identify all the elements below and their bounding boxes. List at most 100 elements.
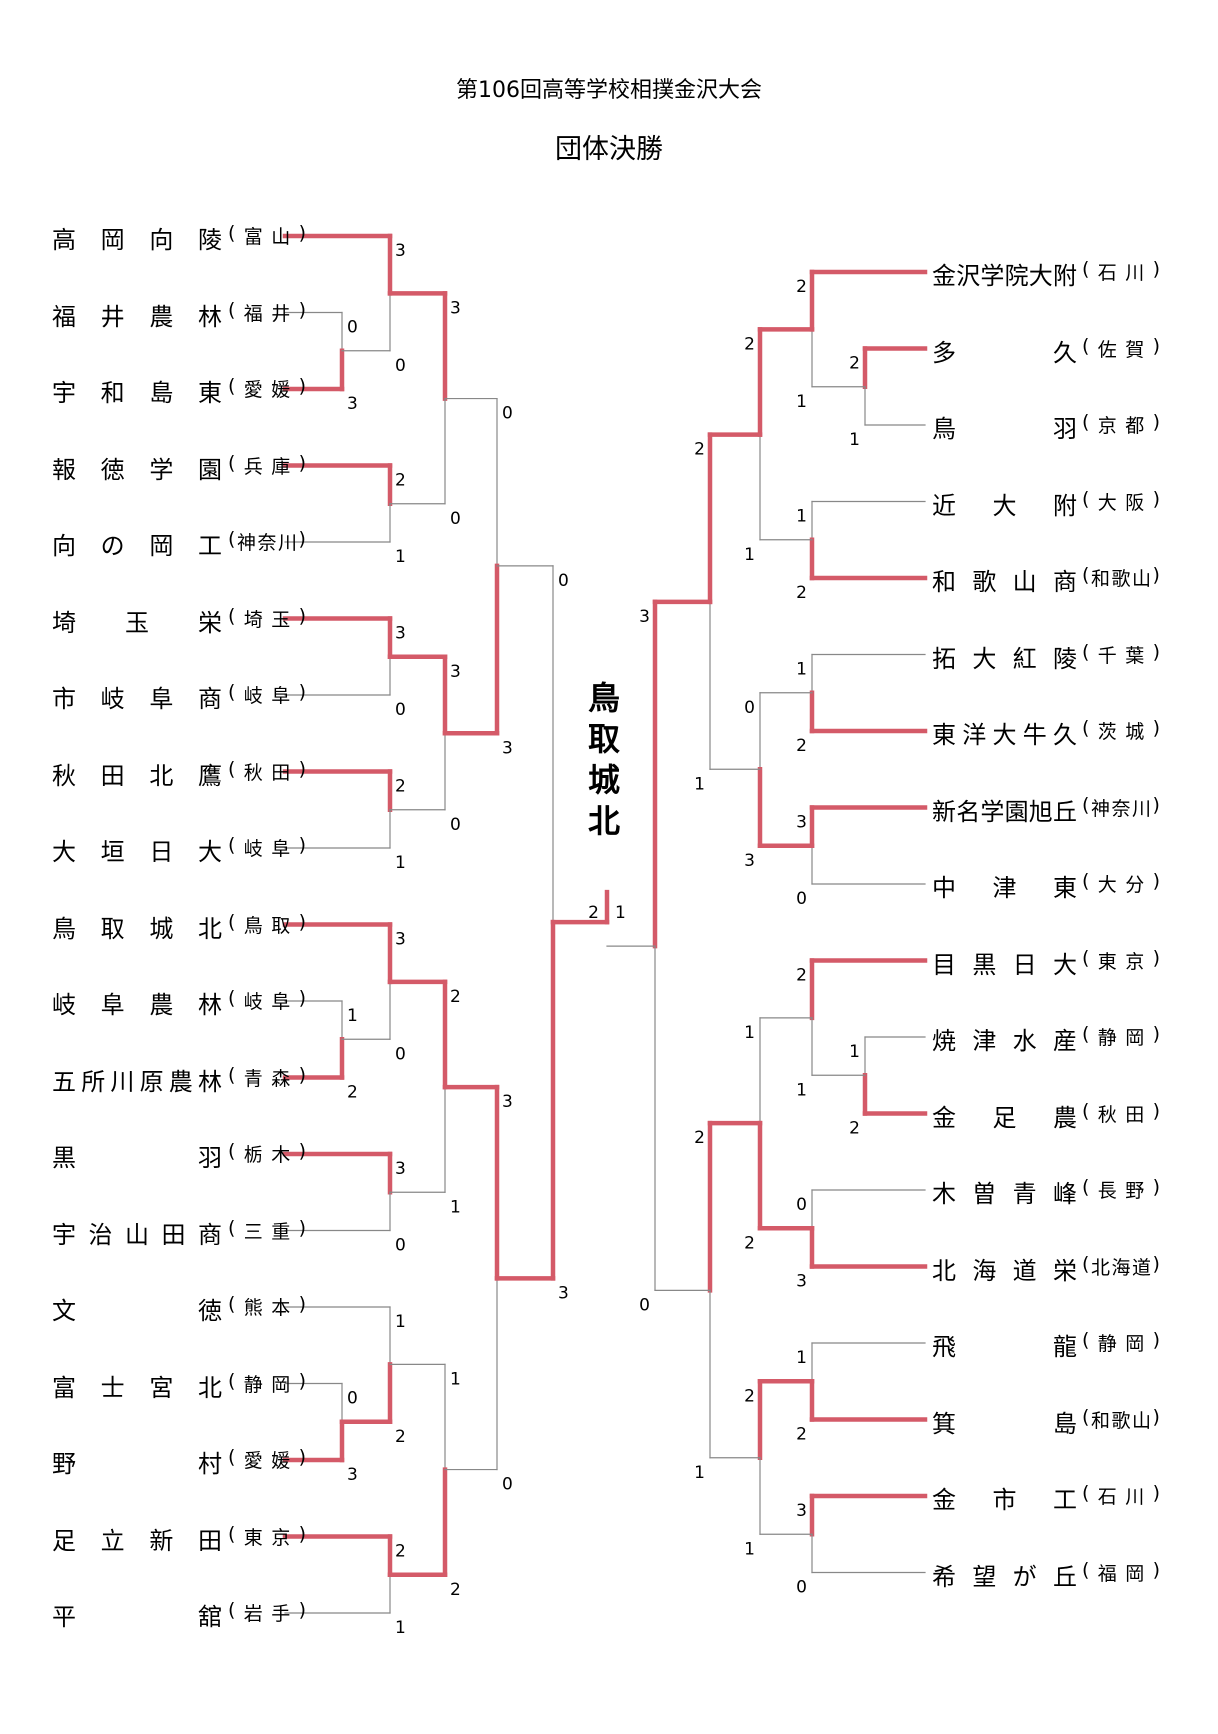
- team-name: 中津東: [932, 874, 1077, 902]
- L0b-bottom-score: 2: [347, 1083, 358, 1103]
- L0c-top-score: 0: [347, 1389, 358, 1409]
- team-name: 鳥羽: [932, 415, 1077, 443]
- team-name: 和歌山商: [932, 568, 1077, 596]
- right-entry-7: 新名学園旭丘(神奈川): [932, 792, 1164, 832]
- left-entry-11: 五所川原農林(青森): [52, 1062, 306, 1102]
- L3b-bottom-score: 0: [502, 1475, 513, 1495]
- final-left-score: 2: [588, 903, 599, 923]
- left-entry-15: 富士宮北(静岡): [52, 1368, 306, 1408]
- R1a-bottom-score: 1: [796, 392, 807, 412]
- team-name: 市岐阜商: [52, 685, 222, 713]
- team-name: 金沢学院大附: [932, 262, 1077, 290]
- left-entry-14: 文徳(熊本): [52, 1291, 306, 1331]
- right-entry-12: 木曽青峰(長野): [932, 1174, 1164, 1214]
- R2b-top-score: 0: [744, 698, 755, 718]
- L1g-top-score: 1: [395, 1312, 406, 1332]
- L1e-top-score: 3: [395, 930, 406, 950]
- L2b-top-score: 3: [450, 662, 461, 682]
- left-entry-6: 市岐阜商(岐阜): [52, 679, 306, 719]
- team-name: 希望が丘: [932, 1562, 1077, 1591]
- right-entry-8: 中津東(大分): [932, 868, 1164, 908]
- R1f-bottom-score: 3: [796, 1272, 807, 1292]
- prefecture-label: (静岡): [228, 1369, 306, 1396]
- left-entry-1: 福井農林(福井): [52, 297, 306, 337]
- left-entry-3: 報徳学園(兵庫): [52, 450, 306, 490]
- event-subtitle: 団体決勝: [555, 134, 663, 165]
- L1b-top-score: 2: [395, 471, 406, 491]
- R2d-bottom-score: 1: [744, 1539, 755, 1559]
- left-entry-9: 鳥取城北(鳥取): [52, 909, 306, 949]
- R2d-top-score: 2: [744, 1386, 755, 1406]
- team-name: 焼津水産: [932, 1027, 1077, 1055]
- right-entry-2: 鳥羽(京都): [932, 409, 1164, 449]
- right-entry-11: 金足農(秋田): [932, 1098, 1164, 1138]
- prefecture-label: (佐賀): [1082, 334, 1160, 361]
- R2a-top-score: 2: [744, 334, 755, 354]
- R0a-bottom-score: 1: [849, 430, 860, 450]
- L3a-bottom-score: 3: [502, 738, 513, 758]
- prefecture-label: (北海道): [1082, 1252, 1160, 1279]
- team-name: 向の岡工: [52, 532, 222, 560]
- left-entry-8: 大垣日大(岐阜): [52, 832, 306, 872]
- prefecture-label: (兵庫): [228, 451, 306, 478]
- team-name: 岐阜農林: [52, 991, 222, 1019]
- L3b-top-score: 3: [502, 1092, 513, 1112]
- L2a-top-score: 3: [450, 298, 461, 318]
- team-name: 宇治山田商: [52, 1220, 222, 1249]
- L1c-bottom-score: 0: [395, 700, 406, 720]
- R2c-top-score: 1: [744, 1023, 755, 1043]
- prefecture-label: (千葉): [1082, 640, 1160, 667]
- L2d-bottom-score: 2: [450, 1580, 461, 1600]
- R1c-top-score: 1: [796, 660, 807, 680]
- R1h-bottom-score: 0: [796, 1578, 807, 1598]
- right-entry-6: 東洋大牛久(茨城): [932, 715, 1164, 755]
- L2d-top-score: 1: [450, 1369, 461, 1389]
- L2a-bottom-score: 0: [450, 509, 461, 529]
- team-name: 文徳: [52, 1297, 222, 1325]
- R2a-bottom-score: 1: [744, 545, 755, 565]
- prefecture-label: (和歌山): [1082, 564, 1160, 590]
- L0a-bottom-score: 3: [347, 394, 358, 414]
- R0b-bottom-score: 2: [849, 1119, 860, 1139]
- prefecture-label: (石川): [1082, 1482, 1160, 1508]
- R2c-bottom-score: 2: [744, 1233, 755, 1253]
- left-entry-16: 野村(愛媛): [52, 1444, 306, 1484]
- L1h-top-score: 2: [395, 1542, 406, 1562]
- prefecture-label: (栃木): [228, 1140, 306, 1166]
- L0a-top-score: 0: [347, 318, 358, 338]
- L2b-bottom-score: 0: [450, 815, 461, 835]
- prefecture-label: (京都): [1082, 411, 1160, 437]
- right-entry-17: 希望が丘(福岡): [932, 1557, 1164, 1597]
- L1e-bottom-score: 0: [395, 1044, 406, 1064]
- L0b-top-score: 1: [347, 1006, 358, 1026]
- prefecture-label: (和歌山): [1082, 1405, 1160, 1432]
- team-name: 金足農: [932, 1103, 1077, 1132]
- R1e-bottom-score: 1: [796, 1080, 807, 1100]
- right-entry-9: 目黒日大(東京): [932, 945, 1164, 985]
- prefecture-label: (石川): [1082, 258, 1160, 284]
- team-name: 飛龍: [932, 1333, 1077, 1361]
- champion-label: 鳥取城北: [588, 679, 621, 840]
- prefecture-label: (鳥取): [228, 910, 306, 937]
- team-name: 報徳学園: [52, 455, 222, 484]
- right-entry-10: 焼津水産(静岡): [932, 1021, 1164, 1061]
- left-entry-0: 高岡向陵(富山): [52, 220, 306, 260]
- right-entry-13: 北海道栄(北海道): [932, 1251, 1164, 1291]
- R1e-top-score: 2: [796, 966, 807, 986]
- R1c-bottom-score: 2: [796, 736, 807, 756]
- R1g-top-score: 1: [796, 1348, 807, 1368]
- right-entry-5: 拓大紅陵(千葉): [932, 639, 1164, 679]
- team-name: 足立新田: [52, 1526, 222, 1555]
- prefecture-label: (茨城): [1082, 717, 1160, 743]
- prefecture-label: (熊本): [228, 1293, 306, 1319]
- R1g-bottom-score: 2: [796, 1425, 807, 1445]
- L2c-top-score: 2: [450, 987, 461, 1007]
- prefecture-label: (愛媛): [228, 1446, 306, 1472]
- L1c-top-score: 3: [395, 624, 406, 644]
- prefecture-label: (福井): [228, 298, 306, 325]
- team-name: 福井農林: [52, 302, 222, 331]
- tournament-title: 第106回高等学校相撲金沢大会: [456, 78, 762, 103]
- team-name: 野村: [52, 1450, 222, 1478]
- L1b-bottom-score: 1: [395, 547, 406, 567]
- R1b-top-score: 1: [796, 507, 807, 527]
